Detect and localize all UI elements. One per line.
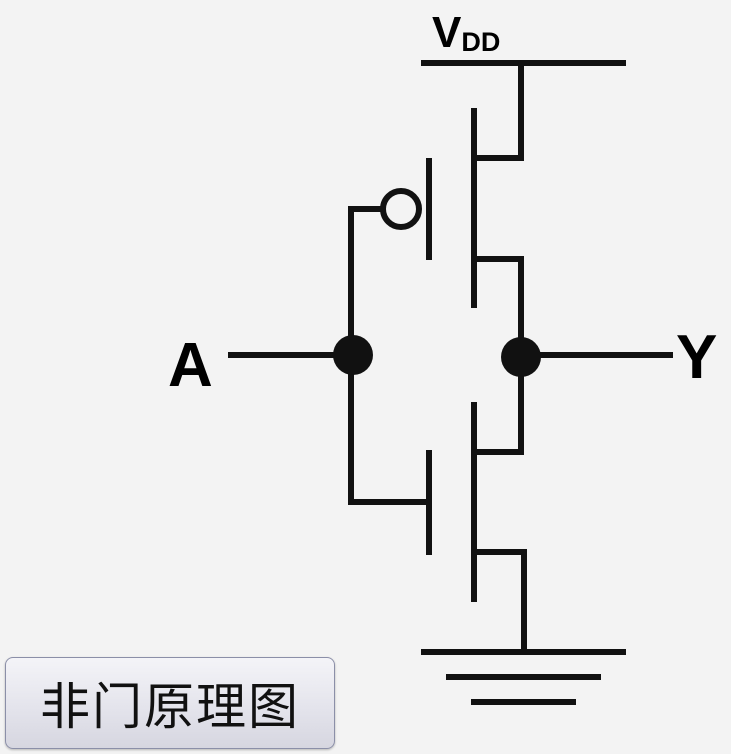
input-label: A bbox=[168, 331, 213, 400]
caption-text: 非门原理图 bbox=[40, 678, 300, 736]
vdd-label: VDD bbox=[432, 8, 500, 57]
vdd-label-main: V bbox=[432, 8, 462, 57]
nmos-drain-wire bbox=[474, 357, 524, 455]
pmos-gate-bubble bbox=[380, 188, 422, 230]
nmos-source-wire bbox=[474, 549, 527, 652]
output-label: Y bbox=[676, 323, 717, 392]
vdd-label-subscript: DD bbox=[461, 27, 500, 57]
vdd-to-pmos-source-wire bbox=[474, 63, 524, 161]
caption-button: 非门原理图 bbox=[5, 657, 335, 749]
pmos-drain-wire bbox=[474, 256, 524, 357]
input-junction-dot bbox=[333, 335, 373, 375]
